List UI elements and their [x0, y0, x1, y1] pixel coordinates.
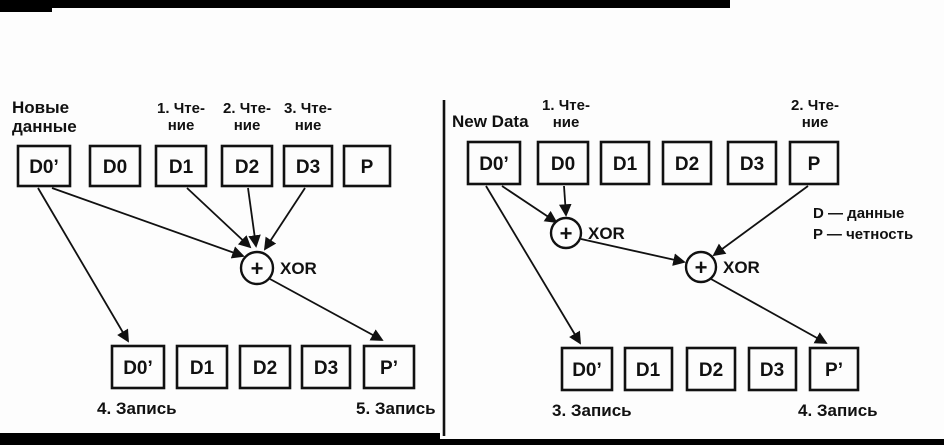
- new-data-label-line1: Новые: [12, 98, 69, 117]
- bottom-box-d1: [623, 346, 674, 392]
- arrow-d0new-to-write: [37, 187, 129, 343]
- bottom-box-d0new-label: D0’: [123, 358, 153, 379]
- top-box-p: [342, 144, 392, 188]
- arrow-d1-to-xor: [186, 187, 252, 249]
- read-2-label-line1: 2. Чте-: [223, 100, 271, 117]
- bottom-box-d1-label: D1: [636, 360, 661, 381]
- top-box-d2-label: D2: [675, 154, 699, 175]
- new-data-label-line2: данные: [12, 117, 77, 136]
- scan-bar-bottom-right: [438, 439, 944, 445]
- right-panel: New Data 1. Чте- ние 2. Чте- ние D0’ D0 …: [452, 97, 913, 420]
- xor-node-1-label: XOR: [588, 224, 625, 243]
- scan-bar-top: [0, 0, 730, 8]
- bottom-box-d2-label: D2: [253, 358, 277, 379]
- arrow-d2-to-xor: [247, 187, 261, 248]
- new-data-label: New Data: [452, 112, 529, 131]
- top-box-d2: [661, 140, 713, 186]
- bottom-box-pnew-label: P’: [380, 358, 398, 379]
- xor-node-label: XOR: [280, 259, 317, 278]
- top-box-d1-label: D1: [169, 157, 194, 178]
- top-box-d0: [536, 140, 590, 186]
- arrow-d0-to-xor1: [558, 185, 572, 217]
- legend-data-label: D — данные: [813, 205, 904, 222]
- bottom-box-pnew: [808, 346, 860, 392]
- arrow-d0new-to-xor1: [501, 185, 558, 224]
- arrow-xor1-to-xor2: [580, 238, 686, 266]
- top-box-d2-label: D2: [235, 157, 259, 178]
- bottom-box-d3-label: D3: [760, 360, 784, 381]
- xor-node-1: [549, 216, 583, 250]
- bottom-box-d3: [300, 344, 352, 390]
- top-box-d1-label: D1: [613, 154, 638, 175]
- top-box-d0new: [16, 144, 72, 188]
- read-1-label-line2: ние: [553, 114, 580, 131]
- bottom-box-d3: [747, 346, 798, 392]
- read-1-label-line1: 1. Чте-: [157, 100, 205, 117]
- bottom-box-d1-label: D1: [190, 358, 215, 379]
- arrow-p-to-xor2: [712, 185, 809, 257]
- top-box-p-label: P: [808, 154, 821, 175]
- arrow-xor2-to-pnew: [710, 278, 828, 344]
- top-box-d0new: [466, 140, 522, 186]
- scan-bar-top-left: [0, 0, 52, 12]
- arrow-d0new-to-xor: [51, 187, 245, 259]
- legend-parity-label: P — четность: [813, 226, 913, 243]
- xor-1-plus-sign: +: [560, 221, 573, 246]
- top-box-d0: [88, 144, 142, 188]
- top-box-d0new-label: D0’: [29, 157, 59, 178]
- write-2-label: 5. Запись: [356, 399, 436, 418]
- write-1-label: 4. Запись: [97, 399, 177, 418]
- read-1-label-line2: ние: [168, 117, 195, 134]
- top-box-d1: [599, 140, 651, 186]
- top-box-d0new-label: D0’: [479, 154, 509, 175]
- top-box-d1: [154, 144, 208, 188]
- bottom-box-d1: [175, 344, 229, 390]
- bottom-box-pnew: [362, 344, 416, 390]
- bottom-box-d2-label: D2: [699, 360, 723, 381]
- left-panel: Новые данные 1. Чте- ние 2. Чте- ние 3. …: [12, 98, 436, 418]
- bottom-box-pnew-label: P’: [825, 360, 843, 381]
- top-box-d0-label: D0: [551, 154, 575, 175]
- top-box-d0-label: D0: [103, 157, 127, 178]
- top-box-d3: [726, 140, 778, 186]
- bottom-box-d2: [238, 344, 292, 390]
- top-box-d3-label: D3: [740, 154, 764, 175]
- top-box-d3: [282, 144, 334, 188]
- scan-bar-bottom-left: [0, 433, 440, 445]
- xor-node-2: [684, 250, 718, 284]
- read-2-label-line2: ние: [234, 117, 261, 134]
- top-box-d3-label: D3: [296, 157, 320, 178]
- xor-node-2-label: XOR: [723, 258, 760, 277]
- xor-plus-sign: +: [251, 256, 264, 281]
- xor-2-plus-sign: +: [695, 255, 708, 280]
- read-3-label-line2: ние: [295, 117, 322, 134]
- read-1-label-line1: 1. Чте-: [542, 97, 590, 114]
- bottom-box-d2: [685, 346, 737, 392]
- read-2-label-line1: 2. Чте-: [791, 97, 839, 114]
- top-box-p-label: P: [361, 157, 374, 178]
- bottom-box-d0new: [560, 346, 614, 392]
- bottom-box-d0new-label: D0’: [572, 360, 602, 381]
- xor-node: [239, 250, 275, 286]
- bottom-box-d3-label: D3: [314, 358, 338, 379]
- bottom-box-d0new: [110, 344, 166, 390]
- top-box-d2: [220, 144, 274, 188]
- read-2-label-line2: ние: [802, 114, 829, 131]
- read-3-label-line1: 3. Чте-: [284, 100, 332, 117]
- write-1-label: 3. Запись: [552, 401, 632, 420]
- write-2-label: 4. Запись: [798, 401, 878, 420]
- arrow-xor-to-pnew: [269, 278, 384, 341]
- arrow-d3-to-xor: [263, 187, 306, 251]
- arrow-d0new-to-write: [485, 185, 581, 345]
- top-box-p: [788, 140, 840, 186]
